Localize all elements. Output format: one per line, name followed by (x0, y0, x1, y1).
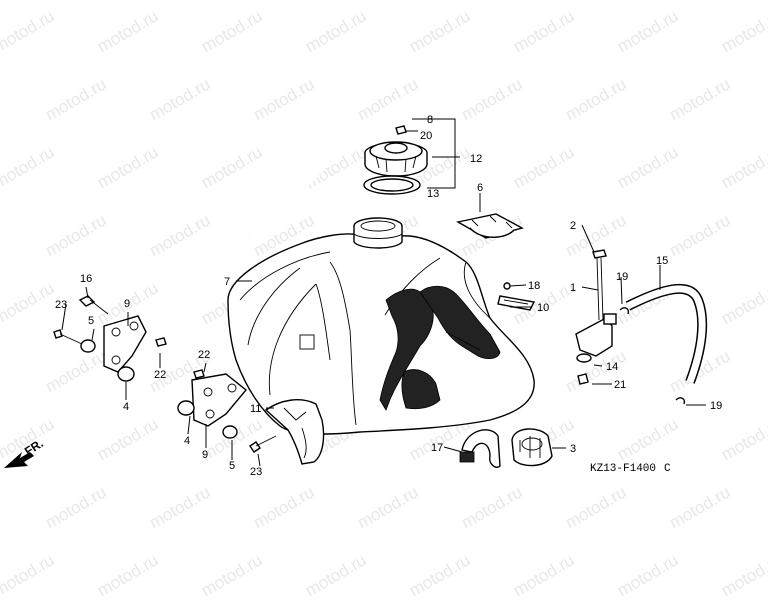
left-mount-upper (53, 295, 167, 382)
diagram-code-text: KZ13-F1400 (590, 463, 656, 475)
fuel-hose (619, 283, 708, 405)
callout-10: 10 (537, 302, 549, 314)
diagram-code-suffix: C (664, 463, 671, 475)
callout-19-upper: 19 (616, 271, 628, 283)
callout-7: 7 (224, 276, 230, 288)
callout-16: 16 (80, 273, 92, 285)
callout-17: 17 (431, 442, 443, 454)
callout-6: 6 (477, 182, 483, 194)
callout-21: 21 (614, 379, 626, 391)
callout-5-upper: 5 (88, 315, 94, 327)
callout-12: 12 (470, 153, 482, 165)
callout-20: 20 (420, 130, 432, 142)
vent-hose (247, 93, 413, 239)
callout-5-lower: 5 (229, 460, 235, 472)
tank-band (459, 429, 501, 468)
fuel-tank-parts-diagram: FR. 8 20 12 13 6 (4, 93, 723, 478)
callout-2: 2 (570, 220, 576, 232)
callout-23-upper: 23 (55, 299, 67, 311)
callout-15: 15 (656, 255, 668, 267)
leader-lines (61, 118, 706, 467)
callout-4-lower: 4 (184, 435, 190, 447)
hose-clip (395, 125, 407, 135)
fuel-tank (227, 217, 535, 435)
tank-bracket (456, 213, 524, 239)
fuel-cock (575, 249, 617, 385)
callout-22-lower: 22 (198, 349, 210, 361)
callout-4-upper: 4 (123, 401, 129, 413)
callout-14: 14 (606, 361, 618, 373)
callout-23-lower: 23 (250, 466, 262, 478)
callout-11: 11 (250, 403, 261, 415)
left-mount-lower (177, 369, 277, 453)
callout-9-upper: 9 (124, 298, 130, 310)
callout-8: 8 (427, 114, 433, 126)
callout-1: 1 (570, 282, 576, 294)
cap-gasket (363, 175, 421, 195)
callout-13: 13 (427, 188, 439, 200)
diagram-code: KZ13-F1400 C (590, 463, 671, 475)
callout-22-upper: 22 (154, 369, 166, 381)
side-protector (264, 399, 325, 465)
callout-9-lower: 9 (202, 449, 208, 461)
callout-3: 3 (570, 443, 576, 455)
callout-19-lower: 19 (710, 400, 722, 412)
callout-18: 18 (528, 280, 540, 292)
fuel-strainer (511, 428, 553, 467)
fuel-cap (364, 141, 428, 177)
front-direction-arrow: FR. (4, 436, 46, 468)
callout-labels: 8 20 12 13 6 7 2 1 19 15 14 21 19 18 10 … (55, 114, 722, 478)
